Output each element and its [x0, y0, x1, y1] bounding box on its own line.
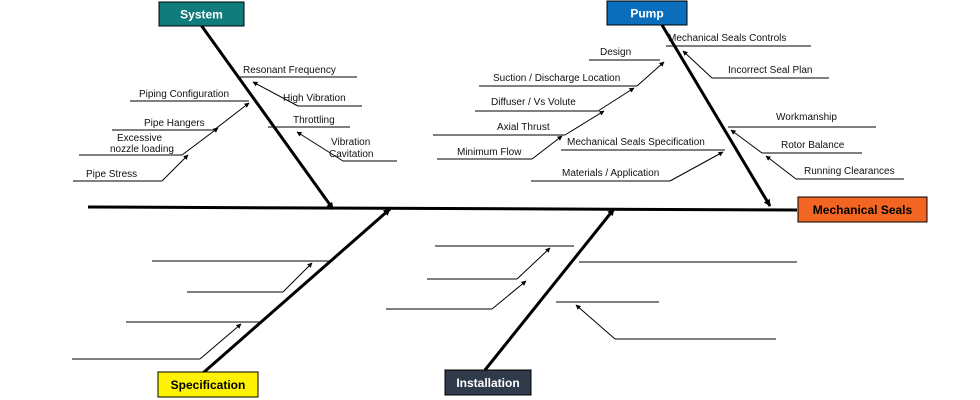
- category-installation-label: Installation: [456, 376, 519, 390]
- category-specification-label: Specification: [171, 378, 246, 392]
- system-causes-left: [73, 100, 250, 182]
- effect-label: Mechanical Seals: [813, 203, 913, 217]
- cause-workmanship: Workmanship: [776, 112, 837, 123]
- cause-piping-configuration: Piping Configuration: [139, 89, 229, 100]
- bone-system: [199, 24, 335, 210]
- cause-resonant-frequency: Resonant Frequency: [243, 65, 336, 76]
- cause-high-vibration: High Vibration: [283, 93, 346, 104]
- bone-installation: [483, 208, 616, 371]
- bone-pump: [660, 24, 772, 207]
- cause-design: Design: [600, 47, 631, 58]
- spine: [87, 205, 798, 212]
- cause-nozzle-loading: nozzle loading: [110, 144, 174, 155]
- cause-pipe-stress: Pipe Stress: [86, 169, 137, 180]
- category-specification: Specification: [157, 371, 259, 398]
- cause-axial-thrust: Axial Thrust: [497, 122, 550, 133]
- cause-mechanical-seals-specification: Mechanical Seals Specification: [567, 137, 705, 148]
- cause-diffuser-volute: Diffuser / Vs Volute: [491, 97, 576, 108]
- category-system: System: [158, 1, 245, 27]
- cause-cavitation: Cavitation: [329, 149, 373, 160]
- specification-causes: [72, 260, 329, 360]
- cause-vibration: Vibration: [331, 137, 370, 148]
- cause-materials-application: Materials / Application: [562, 168, 659, 179]
- cause-suction-discharge: Suction / Discharge Location: [493, 73, 620, 84]
- installation-causes: [386, 245, 797, 340]
- system-causes: [237, 76, 397, 162]
- cause-running-clearances: Running Clearances: [804, 166, 895, 177]
- cause-throttling: Throttling: [293, 115, 335, 126]
- effect-box: Mechanical Seals: [797, 196, 928, 223]
- pump-causes-left: [433, 59, 725, 182]
- category-system-label: System: [180, 8, 223, 22]
- cause-minimum-flow: Minimum Flow: [457, 147, 522, 158]
- category-pump: Pump: [606, 0, 688, 26]
- cause-mechanical-seals-controls: Mechanical Seals Controls: [668, 33, 786, 44]
- cause-pipe-hangers: Pipe Hangers: [144, 118, 205, 129]
- bone-specification: [202, 207, 391, 375]
- pump-causes-right: [666, 45, 904, 180]
- category-installation: Installation: [444, 369, 532, 396]
- cause-incorrect-seal-plan: Incorrect Seal Plan: [728, 65, 813, 76]
- cause-rotor-balance: Rotor Balance: [781, 140, 845, 151]
- category-pump-label: Pump: [630, 7, 663, 21]
- cause-excessive: Excessive: [117, 133, 162, 144]
